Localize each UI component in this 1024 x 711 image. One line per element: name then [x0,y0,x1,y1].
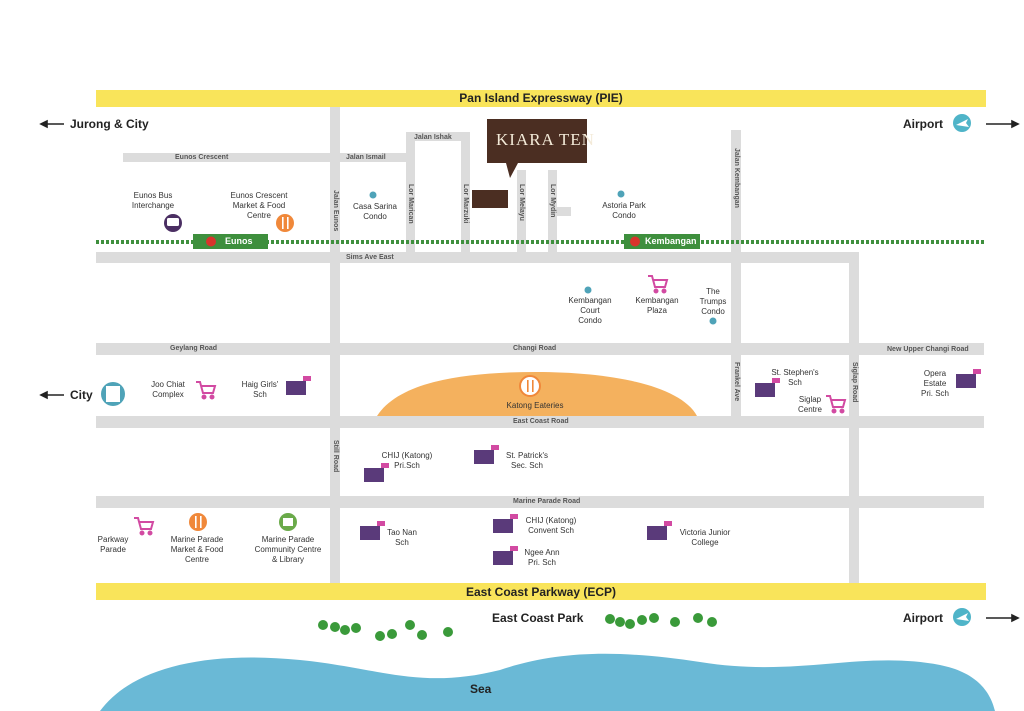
school-icon [474,450,494,464]
trees [318,613,717,641]
place-east-coast-park: East Coast Park [492,611,584,625]
airport-icon [953,608,971,626]
place-marine-parade-food: Marine Parade Market & Food Centre [170,535,224,564]
place-trumps: The Trumps Condo [699,287,727,316]
road-lor-melayu: Lor Melayu [518,184,525,221]
condo-icon [584,286,592,294]
mrt-icon [206,236,216,247]
school-icon [493,551,513,565]
station-kembangan: Kembangan [645,236,697,246]
road-lor-marican: Lor Marican [407,184,414,224]
brand-box [487,119,587,163]
road-new-upper-changi: New Upper Changi Road [887,346,969,353]
road-lor-marzuki: Lor Marzuki [462,184,469,224]
school-icon [647,526,667,540]
road-siglap: Siglap Road [851,362,858,403]
arrow-right-icon [986,613,1020,623]
direction-airport-bottom: Airport [903,611,943,625]
direction-jurong: Jurong & City [70,117,149,131]
place-opera-estate: Opera Estate Pri. Sch [920,369,949,398]
road-marine-parade: Marine Parade Road [513,498,581,505]
food-icon [189,513,207,531]
mrt-icon [630,236,640,247]
place-marine-parade-cc: Marine Parade Community Centre & Library [254,535,322,564]
shopping-cart-icon [826,395,847,414]
brand-logo: KIARA TEN [496,130,595,149]
road-jalan-eunos: Jalan Eunos [332,190,339,232]
condo-icon [617,190,625,198]
place-katong-eateries: Katong Eateries [506,401,564,410]
place-eunos-bus: Eunos Bus Interchange [131,191,175,210]
school-icon [364,468,384,482]
road-changi: Changi Road [513,345,557,352]
arrow-right-icon [986,119,1020,129]
shopping-cart-icon [196,381,217,400]
airport-icon [953,114,971,132]
arrow-left-icon [39,390,64,400]
place-victoria-jc: Victoria Junior College [679,528,731,547]
place-casa-sarina: Casa Sarina Condo [352,202,398,221]
condo-icon [709,317,717,325]
school-icon [956,374,976,388]
road-sims-ave-east: Sims Ave East [346,254,394,261]
place-sea: Sea [470,682,492,696]
ecp-label: East Coast Parkway (ECP) [465,585,617,599]
place-st-patricks: St. Patrick's Sec. Sch [506,451,548,470]
place-astoria-park: Astoria Park Condo [602,201,646,220]
road-geylang: Geylang Road [170,345,218,352]
place-st-stephens: St. Stephen's Sch [771,368,819,387]
arrow-left-icon [39,119,64,129]
place-tao-nan: Tao Nan Sch [387,528,417,547]
school-icon [286,381,306,395]
site-marker [472,190,508,208]
place-parkway-parade: Parkway Parade [97,535,129,554]
station-eunos: Eunos [225,236,253,246]
shopping-cart-icon [134,517,155,536]
place-eunos-crescent-food: Eunos Crescent Market & Food Centre [230,191,288,220]
place-chij-katong-pri: CHIJ (Katong) Pri.Sch [381,451,433,470]
direction-city: City [70,388,93,402]
road-frankel-ave: Frankel Ave [733,362,740,402]
road-lor-mydin: Lor Mydin [549,184,556,218]
food-icon [519,375,541,397]
road-jalan-ishak: Jalan Ishak [414,134,452,141]
place-chij-convent: CHIJ (Katong) Convent Sch [525,516,577,535]
sea [100,653,995,711]
place-kembangan-plaza: Kembangan Plaza [635,296,679,315]
school-icon [493,519,513,533]
road-jalan-kembangan: Jalan Kembangan [733,148,740,208]
ecp-highway [96,583,986,600]
road-east-coast: East Coast Road [513,418,569,425]
direction-airport-top: Airport [903,117,943,131]
city-building-icon [101,382,125,406]
place-kembangan-court: Kembangan Court Condo [568,296,612,325]
shopping-cart-icon [648,275,669,294]
library-icon [279,513,297,531]
school-icon [360,526,380,540]
food-icon [276,214,294,232]
place-haig-girls: Haig Girls' Sch [241,380,279,399]
roads [96,107,984,583]
condo-icon [369,191,377,199]
pie-highway [96,90,986,107]
place-joo-chiat: Joo Chiat Complex [151,380,185,399]
road-still: Still Road [332,440,339,473]
pie-label: Pan Island Expressway (PIE) [459,91,623,105]
kembangan-station-badge [624,234,700,249]
road-eunos-crescent: Eunos Crescent [175,154,229,161]
school-icon [755,383,775,397]
place-ngee-ann: Ngee Ann Pri. Sch [524,548,560,567]
road-jalan-ismail: Jalan Ismail [346,154,386,161]
place-siglap-centre: Siglap Centre [797,395,822,414]
